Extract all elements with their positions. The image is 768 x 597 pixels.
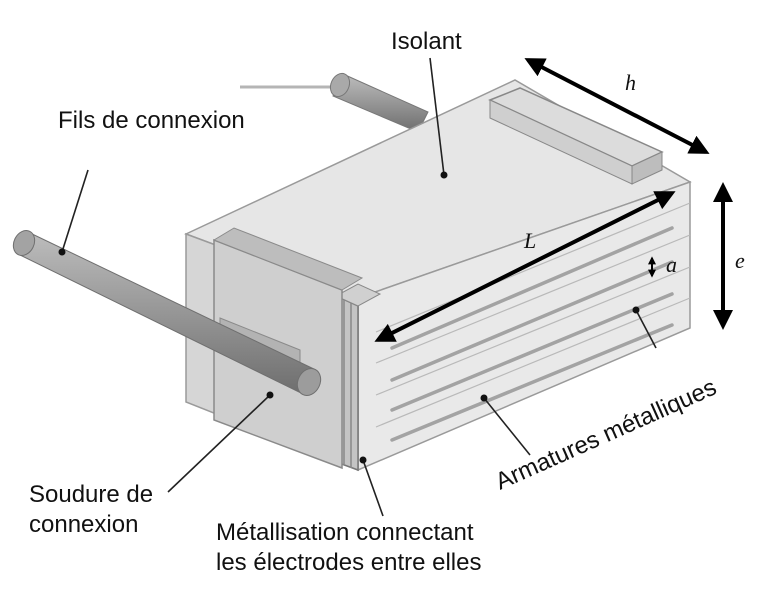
leader-lines bbox=[61, 57, 657, 517]
capacitor-body bbox=[184, 79, 692, 472]
arrow-h bbox=[524, 58, 710, 154]
dim-h: h bbox=[625, 70, 636, 95]
dim-L: L bbox=[523, 228, 536, 253]
dim-e: e bbox=[735, 248, 745, 273]
back-wire bbox=[240, 72, 429, 133]
label-soudure-1: Soudure de bbox=[29, 481, 153, 508]
arrow-L bbox=[374, 191, 676, 342]
dimension-arrows bbox=[374, 58, 733, 342]
label-metallisation-2: les électrodes entre elles bbox=[216, 549, 481, 576]
label-isolant: Isolant bbox=[391, 28, 462, 55]
label-fils-connexion: Fils de connexion bbox=[58, 107, 245, 134]
label-soudure-2: connexion bbox=[29, 511, 138, 538]
front-wire bbox=[12, 230, 322, 396]
label-metallisation-1: Métallisation connectant bbox=[216, 519, 474, 546]
dim-a: a bbox=[666, 252, 677, 277]
